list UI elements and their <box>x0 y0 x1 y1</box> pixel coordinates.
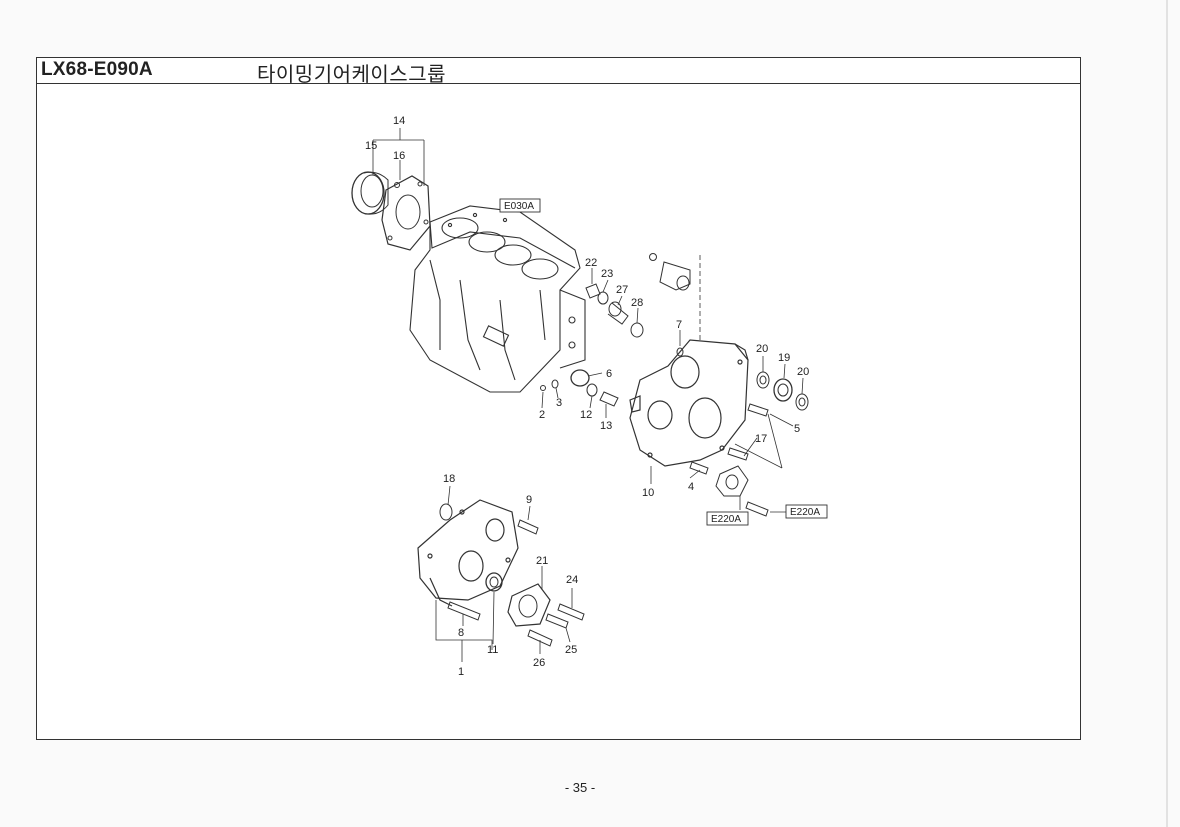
pin-2 <box>540 385 546 391</box>
label-10: 10 <box>642 487 654 499</box>
part-labels: 14 15 16 22 23 27 28 7 20 19 20 6 3 2 12… <box>365 115 809 678</box>
label-8: 8 <box>458 627 464 639</box>
bolt-25 <box>545 613 569 629</box>
label-4: 4 <box>688 481 694 493</box>
idler-gear-19 <box>773 378 793 402</box>
label-27: 27 <box>616 284 628 296</box>
label-23: 23 <box>601 268 613 280</box>
label-16: 16 <box>393 150 405 162</box>
label-18: 18 <box>443 473 455 485</box>
seal-18 <box>439 503 453 521</box>
front-cover-part <box>417 499 519 607</box>
label-17: 17 <box>755 433 767 445</box>
leader-lines <box>372 128 804 662</box>
label-14: 14 <box>393 115 405 127</box>
bolt-4 <box>689 461 709 475</box>
cylinder-block-part <box>409 205 586 393</box>
label-5: 5 <box>794 423 800 435</box>
label-9: 9 <box>526 494 532 506</box>
bolt-9 <box>517 519 539 535</box>
label-11: 11 <box>487 644 498 656</box>
o-ring-23 <box>597 291 609 305</box>
bushing-20-a <box>756 371 770 389</box>
label-21: 21 <box>536 555 548 567</box>
label-15: 15 <box>365 140 377 152</box>
label-26: 26 <box>533 657 545 669</box>
bolt-13 <box>599 391 619 407</box>
label-28: 28 <box>631 297 643 309</box>
plate-21 <box>507 583 551 627</box>
cover-plate-part <box>649 253 691 291</box>
label-13: 13 <box>600 420 612 432</box>
sleeve-27 <box>607 301 629 325</box>
o-ring-7 <box>676 347 684 357</box>
o-ring-3 <box>551 379 559 389</box>
label-12: 12 <box>580 409 592 421</box>
ref-e220a-1: E220A <box>711 514 741 525</box>
bushing-20-b <box>795 393 809 411</box>
washer-12 <box>586 383 598 397</box>
label-19: 19 <box>778 352 790 364</box>
ref-e220a-2: E220A <box>790 507 820 518</box>
label-3: 3 <box>556 397 562 409</box>
bolt-26 <box>527 629 553 647</box>
seal-housing-part <box>381 175 431 251</box>
o-ring-28 <box>630 322 644 338</box>
label-20a: 20 <box>756 343 768 355</box>
bolt-17 <box>727 447 749 461</box>
label-22: 22 <box>585 257 597 269</box>
label-1: 1 <box>458 666 464 678</box>
scan-edge-line <box>1166 0 1168 827</box>
bolt-8 <box>447 601 481 621</box>
o-ring-6 <box>570 369 590 387</box>
reference-boxes: E030A E220A E220A <box>499 198 828 526</box>
bolt-5 <box>747 403 769 417</box>
label-7: 7 <box>676 319 682 331</box>
pump-part <box>715 465 769 517</box>
page-number: - 35 - <box>564 780 596 795</box>
header-bar: LX68-E090A 타이밍기어케이스그룹 <box>37 58 1080 86</box>
page-frame: LX68-E090A 타이밍기어케이스그룹 <box>36 57 1081 740</box>
bolt-24 <box>557 603 585 621</box>
label-6: 6 <box>606 368 612 380</box>
group-code: LX68-E090A <box>41 59 153 80</box>
label-20b: 20 <box>797 366 809 378</box>
label-2: 2 <box>539 409 545 421</box>
oil-seal-part <box>351 171 389 215</box>
gear-case-part <box>629 339 749 467</box>
label-25: 25 <box>565 644 577 656</box>
ref-e030a: E030A <box>504 201 534 212</box>
plug-22 <box>585 283 601 299</box>
group-title: 타이밍기어케이스그룹 <box>257 62 446 86</box>
oil-seal-11 <box>485 572 503 592</box>
label-24: 24 <box>566 574 578 586</box>
